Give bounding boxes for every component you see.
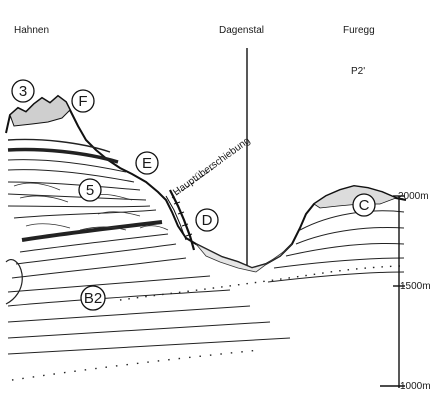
svg-text:5: 5 — [86, 182, 94, 199]
label-dagenstal: Dagenstal — [219, 25, 264, 36]
marker-5: 5 — [79, 179, 101, 201]
fold-lower-left — [6, 260, 22, 304]
elevation-2000: 2000m — [398, 191, 429, 202]
label-hahnen: Hahnen — [14, 25, 49, 36]
fault-leader-line — [172, 168, 214, 198]
dotted-boundary-lower — [12, 350, 260, 380]
marker-b2: B2 — [81, 286, 105, 310]
marker-d: D — [196, 209, 218, 231]
label-furegg: Furegg — [343, 25, 375, 36]
svg-text:F: F — [78, 93, 87, 110]
elevation-scale — [380, 196, 405, 388]
fault-label: Hauptüberschiebung — [171, 135, 252, 198]
svg-text:C: C — [359, 197, 370, 214]
marker-f: F — [72, 90, 94, 112]
terrain-profile — [6, 96, 406, 268]
marker-e: E — [136, 152, 158, 174]
svg-text:E: E — [142, 155, 152, 172]
label-profile: P2' — [351, 66, 365, 77]
elevation-1000: 1000m — [400, 381, 431, 392]
marker-3: 3 — [12, 80, 34, 102]
svg-text:B2: B2 — [84, 290, 102, 307]
svg-text:D: D — [202, 212, 213, 229]
elevation-1500: 1500m — [400, 281, 431, 292]
svg-text:3: 3 — [19, 83, 27, 100]
marker-c: C — [353, 194, 375, 216]
dotted-boundary — [120, 266, 404, 300]
